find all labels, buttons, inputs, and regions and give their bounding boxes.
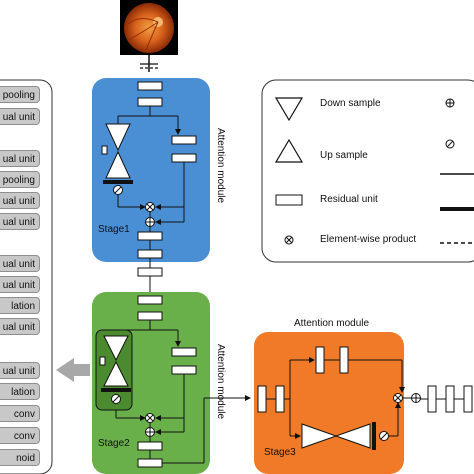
left-panel-item: ual unit <box>0 276 40 293</box>
attention-module-label-3: Attention module <box>294 318 370 329</box>
left-panel-item: ual unit <box>0 362 40 379</box>
attention-module-label-2: Attention module <box>215 344 226 420</box>
left-panel-item: ual unit <box>0 213 40 230</box>
legend-up-sample-label: Up sample <box>320 150 368 161</box>
legend-residual-icon <box>275 194 303 206</box>
legend-residual-label: Residual unit <box>320 194 378 205</box>
legend-down-sample-icon <box>274 97 304 122</box>
stage2-label: Stage2 <box>98 438 130 449</box>
legend-product-label: Element-wise product <box>320 234 417 245</box>
left-panel-item: noid <box>0 449 40 466</box>
down-sample-icon <box>105 123 131 152</box>
left-panel-item: conv <box>0 405 40 422</box>
attention-module-label-1: Attention module <box>215 128 226 204</box>
legend-up-sample-icon <box>274 138 304 163</box>
left-panel-item: lation <box>0 383 40 400</box>
left-panel-item: ual unit <box>0 318 40 335</box>
left-panel-item: pooling <box>0 171 40 188</box>
left-panel-item: ual unit <box>0 255 40 272</box>
fundus-image <box>120 0 178 55</box>
left-panel-item: pooling <box>0 86 40 103</box>
left-panel-item: ual unit <box>0 108 40 125</box>
stage1-label: Stage1 <box>98 224 130 235</box>
legend-box <box>261 79 474 263</box>
left-panel-item: conv <box>0 427 40 444</box>
left-panel-item: lation <box>0 297 40 314</box>
gray-left-arrow <box>56 358 90 382</box>
left-panel-item: ual unit <box>0 192 40 209</box>
up-sample-icon <box>105 150 131 179</box>
stage3-label: Stage3 <box>264 447 296 458</box>
left-panel-item: ual unit <box>0 150 40 167</box>
legend-down-sample-label: Down sample <box>320 98 381 109</box>
